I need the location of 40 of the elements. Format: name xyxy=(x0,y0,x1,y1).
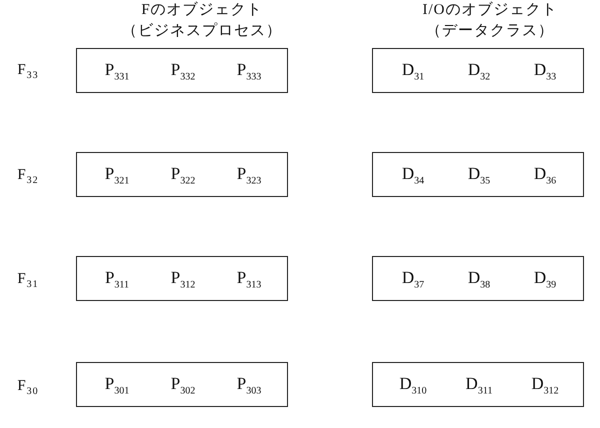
data-class-label: D$_{311}$ xyxy=(466,374,492,396)
data-class-label: D$_{38}$ xyxy=(468,268,490,290)
object-box xyxy=(76,362,288,407)
process-label: P$_{302}$ xyxy=(170,374,196,396)
data-class-label: D$_{34}$ xyxy=(402,164,424,186)
process-label: P$_{311}$ xyxy=(104,268,130,290)
column-heading: （ビジネスプロセス） xyxy=(122,22,282,40)
process-label: P$_{323}$ xyxy=(236,164,262,186)
data-class-label: D$_{36}$ xyxy=(534,164,556,186)
process-label: P$_{331}$ xyxy=(104,60,130,82)
data-class-label: D$_{312}$ xyxy=(531,374,559,396)
object-box xyxy=(372,256,584,301)
process-label: P$_{303}$ xyxy=(236,374,262,396)
data-class-label: D$_{37}$ xyxy=(402,268,424,290)
row-label: F$_{33}$ xyxy=(17,61,39,83)
row-label: F$_{31}$ xyxy=(17,270,39,292)
process-label: P$_{312}$ xyxy=(170,268,196,290)
process-label: P$_{301}$ xyxy=(104,374,130,396)
process-label: P$_{322}$ xyxy=(170,164,196,186)
data-class-label: D$_{33}$ xyxy=(534,60,556,82)
process-label: P$_{333}$ xyxy=(236,60,262,82)
column-heading: Fのオブジェクト xyxy=(141,1,263,19)
row-label: F$_{32}$ xyxy=(17,166,39,188)
process-label: P$_{321}$ xyxy=(104,164,130,186)
data-class-label: D$_{35}$ xyxy=(468,164,490,186)
object-box xyxy=(76,152,288,197)
data-class-label: D$_{31}$ xyxy=(402,60,424,82)
data-class-label: D$_{39}$ xyxy=(534,268,556,290)
object-box xyxy=(76,48,288,93)
object-box xyxy=(372,152,584,197)
object-box xyxy=(372,48,584,93)
process-label: P$_{332}$ xyxy=(170,60,196,82)
object-box xyxy=(76,256,288,301)
row-label: F$_{30}$ xyxy=(17,377,39,399)
column-heading: （データクラス） xyxy=(426,22,554,40)
data-class-label: D$_{310}$ xyxy=(399,374,427,396)
column-heading: I/Oのオブジェクト xyxy=(422,1,558,19)
data-class-label: D$_{32}$ xyxy=(468,60,490,82)
object-box xyxy=(372,362,584,407)
process-label: P$_{313}$ xyxy=(236,268,262,290)
